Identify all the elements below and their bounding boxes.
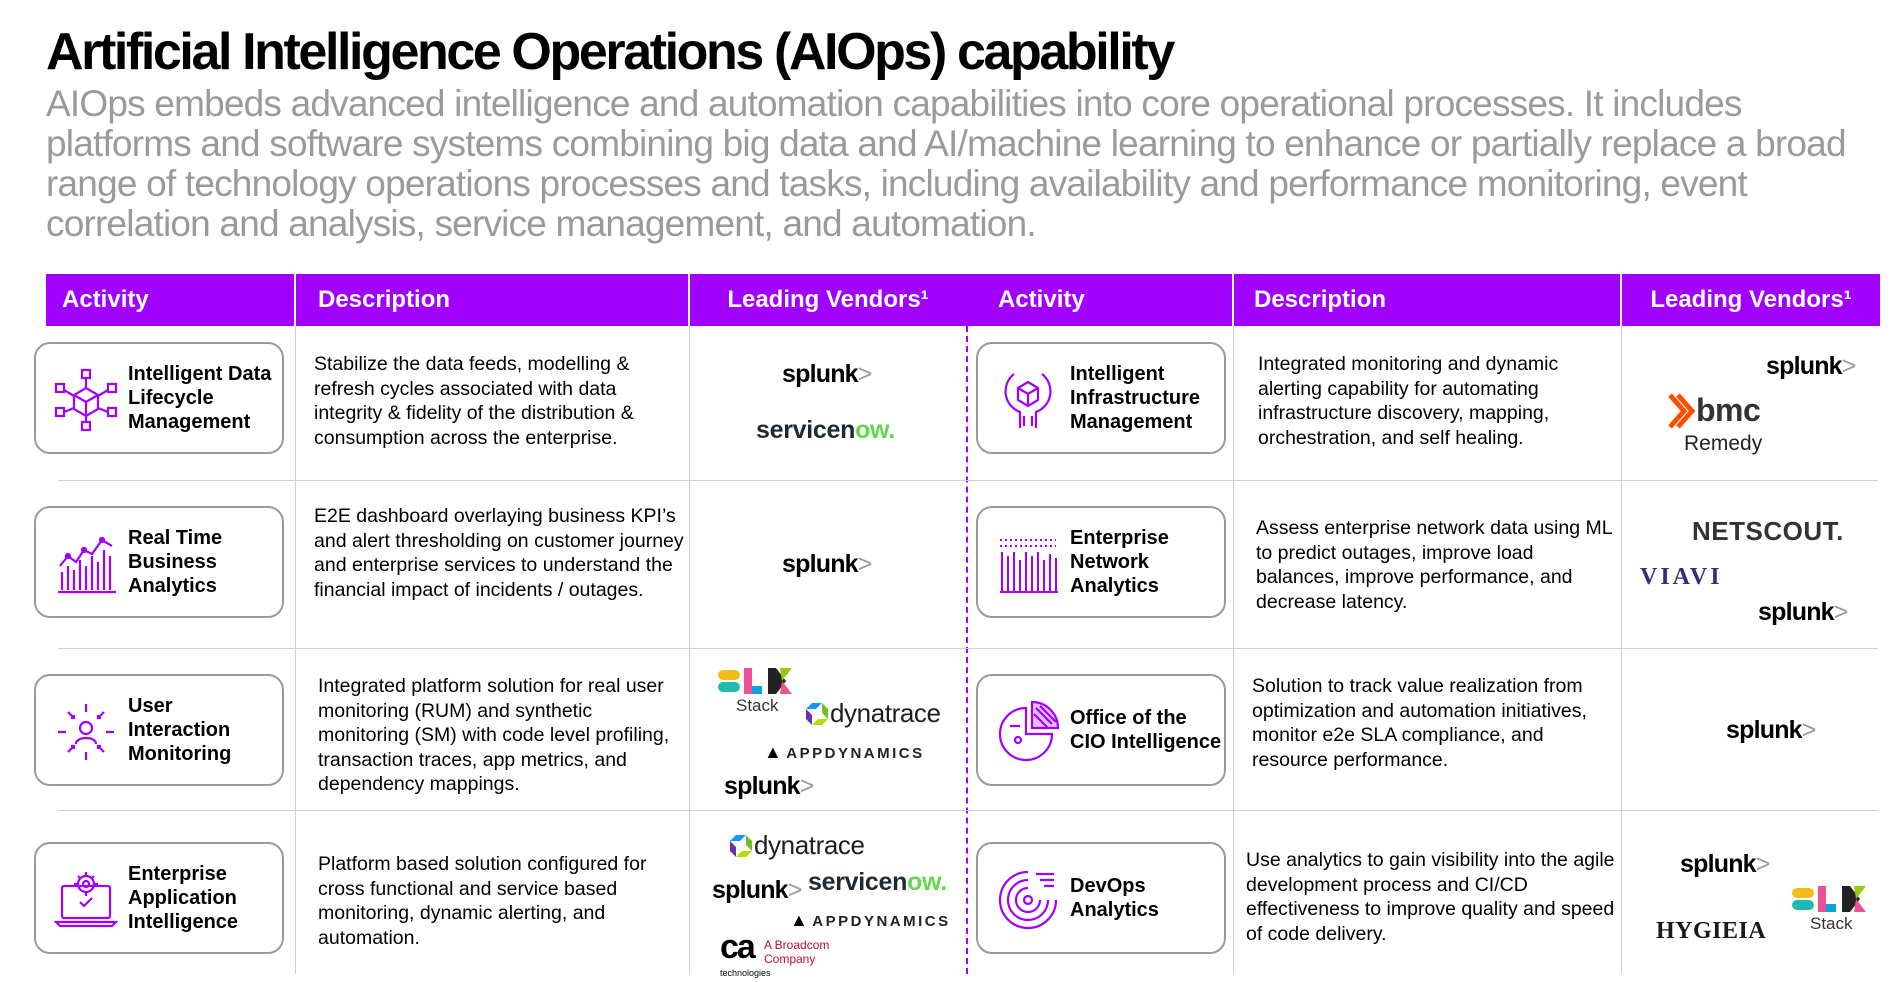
activity-description: Integrated monitoring and dynamic alerti… <box>1258 353 1559 449</box>
appdynamics-logo: ▲ APPDYNAMICS <box>764 742 925 762</box>
bmc-logo: bmc <box>1666 392 1761 429</box>
column-divider <box>1621 326 1622 974</box>
header-activity-left: Activity <box>46 274 294 326</box>
bmc-chevron-icon <box>1668 392 1696 429</box>
activity-label: User Interaction Monitoring <box>128 695 232 765</box>
column-divider <box>689 326 690 974</box>
activity-label: Enterprise Network Analytics <box>1070 527 1169 597</box>
elk-icon <box>718 668 792 694</box>
dynatrace-icon <box>806 702 828 725</box>
row-divider <box>58 648 1878 649</box>
splunk-logo: splunk> <box>782 360 872 388</box>
section-divider <box>966 326 968 974</box>
hygieia-logo: HYGIEIA <box>1656 918 1767 944</box>
splunk-logo: splunk> <box>1726 716 1816 744</box>
activity-label: Enterprise Application Intelligence <box>128 863 239 933</box>
splunk-logo: splunk> <box>782 550 872 578</box>
page-subtitle: AIOps embeds advanced intelligence and a… <box>46 83 1847 244</box>
row-divider <box>58 810 1878 811</box>
dynatrace-logo: dynatrace <box>804 698 941 729</box>
data-cube-network-icon <box>54 368 118 432</box>
activity-card: Intelligent Data Lifecycle Management <box>34 342 284 454</box>
activity-card: Enterprise Network Analytics <box>976 506 1226 618</box>
dynatrace-logo: dynatrace <box>728 830 865 861</box>
elk-stack-logo: Stack <box>1790 884 1870 934</box>
header-description-left: Description <box>296 274 688 326</box>
appdynamics-logo: ▲ APPDYNAMICS <box>790 910 951 930</box>
activity-description: Platform based solution configured for c… <box>318 853 647 949</box>
splunk-logo: splunk> <box>712 876 802 904</box>
column-divider <box>295 326 296 974</box>
activity-card: User Interaction Monitoring <box>34 674 284 786</box>
laptop-gear-icon <box>54 872 118 928</box>
ca-technologies-logo: ca technologies A Broadcom Company <box>720 928 830 978</box>
header-vendors-left: Leading Vendors¹ <box>690 274 966 326</box>
activity-label: DevOps Analytics <box>1070 875 1159 921</box>
row-divider <box>58 480 1878 481</box>
viavi-logo: VIAVI <box>1640 564 1723 590</box>
activity-label: Intelligent Infrastructure Management <box>1070 363 1201 433</box>
activity-card: Real Time Business Analytics <box>34 506 284 618</box>
activity-description: Stabilize the data feeds, modelling & re… <box>314 353 634 449</box>
activity-label: Office of the CIO Intelligence <box>1070 707 1222 753</box>
appdynamics-icon: ▲ <box>764 742 782 762</box>
activity-card: DevOps Analytics <box>976 842 1226 954</box>
splunk-logo: splunk> <box>724 772 814 800</box>
bar-chart-trend-icon <box>58 536 116 594</box>
splunk-logo: splunk> <box>1766 352 1856 380</box>
activity-description: Solution to track value realization from… <box>1252 675 1587 771</box>
activity-description: E2E dashboard overlaying business KPI’s … <box>314 505 684 601</box>
concentric-arcs-icon <box>998 870 1058 930</box>
activity-card: Enterprise Application Intelligence <box>34 842 284 954</box>
column-divider <box>1233 326 1234 974</box>
user-focus-icon <box>58 704 114 760</box>
activity-description: Integrated platform solution for real us… <box>318 675 670 795</box>
activity-card: Office of the CIO Intelligence <box>976 674 1226 786</box>
dynatrace-icon <box>730 834 752 857</box>
pie-chart-icon <box>998 700 1060 762</box>
netscout-logo: NETSCOUT. <box>1692 516 1844 546</box>
activity-card: Intelligent Infrastructure Management <box>976 342 1226 454</box>
elk-stack-label: Stack <box>1810 914 1853 933</box>
activity-description: Use analytics to gain visibility into th… <box>1246 849 1615 945</box>
page-title: Artificial Intelligence Operations (AIOp… <box>46 23 1175 81</box>
appdynamics-icon: ▲ <box>790 910 808 930</box>
activity-label: Intelligent Data Lifecycle Management <box>128 363 272 433</box>
splunk-logo: splunk> <box>1680 850 1770 878</box>
header-activity-right: Activity <box>966 274 1232 326</box>
servicenow-logo: servicenow. <box>808 868 947 896</box>
elk-stack-logo: Stack <box>716 666 796 716</box>
header-description-right: Description <box>1234 274 1620 326</box>
activity-label: Real Time Business Analytics <box>128 527 223 597</box>
elk-icon <box>1792 886 1866 912</box>
bmc-remedy-label: Remedy <box>1684 432 1763 455</box>
header-vendors-right: Leading Vendors¹ <box>1622 274 1880 326</box>
elk-stack-label: Stack <box>736 696 779 715</box>
network-bars-icon <box>1000 539 1058 593</box>
splunk-logo: splunk> <box>1758 598 1848 626</box>
servicenow-logo: servicenow. <box>756 416 895 444</box>
wrench-cube-icon <box>1004 373 1052 428</box>
activity-description: Assess enterprise network data using ML … <box>1256 517 1612 613</box>
